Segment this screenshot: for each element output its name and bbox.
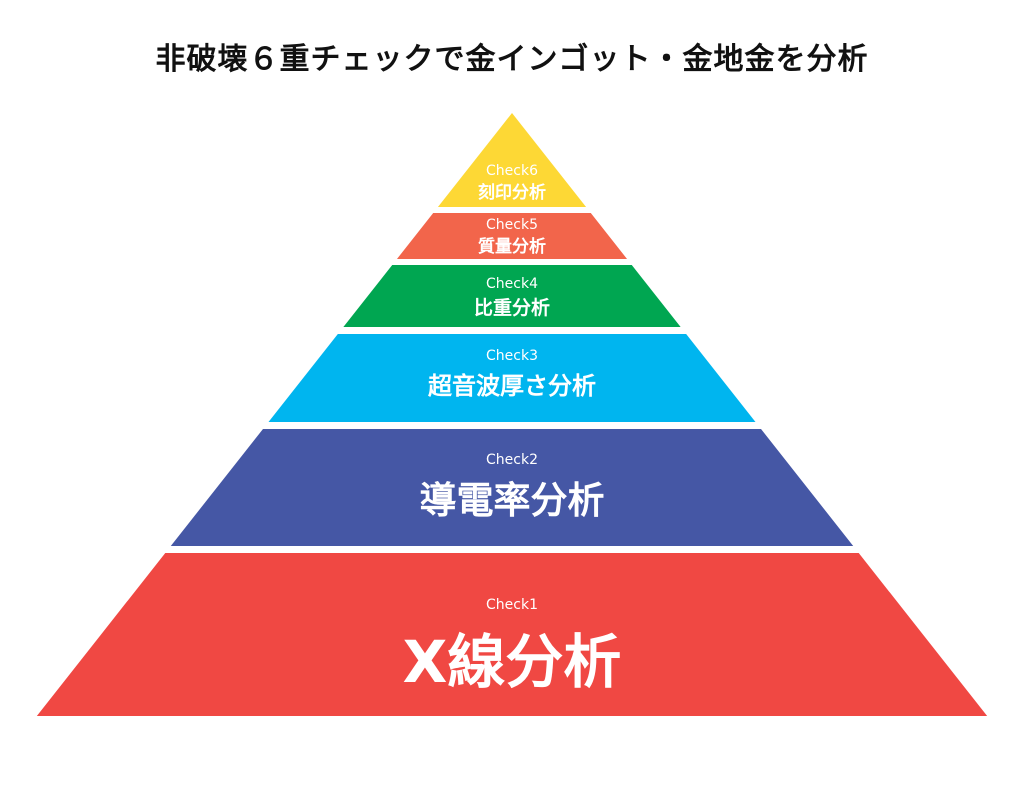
layer-check1-label: X線分析 (403, 628, 622, 696)
layer-check1-code: Check1 (486, 597, 538, 613)
layer-check2-code: Check2 (486, 452, 538, 468)
layer-check5-label: 質量分析 (478, 236, 546, 257)
layer-check3: Check3 超音波厚さ分析 (268, 334, 756, 422)
layer-check2-shape (170, 429, 854, 546)
layer-check4-code: Check4 (486, 276, 538, 292)
layer-check6-label: 刻印分析 (478, 182, 546, 203)
layer-check3-label: 超音波厚さ分析 (428, 372, 596, 400)
layer-check4: Check4 比重分析 (343, 265, 681, 327)
layer-check5: Check5 質量分析 (396, 213, 628, 259)
layer-check5-code: Check5 (486, 217, 538, 233)
diagram-title: 非破壊６重チェックで金インゴット・金地金を分析 (155, 42, 869, 77)
layer-check4-label: 比重分析 (474, 296, 550, 319)
layer-check3-shape (268, 334, 756, 422)
layer-check2-label: 導電率分析 (420, 479, 605, 522)
layer-check4-shape (343, 265, 681, 327)
layer-check3-code: Check3 (486, 348, 538, 364)
layer-check2: Check2 導電率分析 (170, 429, 854, 546)
layer-check6: Check6 刻印分析 (437, 113, 587, 207)
layer-check1: Check1 X線分析 (36, 553, 988, 716)
layer-check1-shape (36, 553, 988, 716)
layer-check5-shape (396, 213, 628, 259)
layer-check6-shape (437, 113, 587, 207)
layer-check6-code: Check6 (486, 163, 538, 179)
